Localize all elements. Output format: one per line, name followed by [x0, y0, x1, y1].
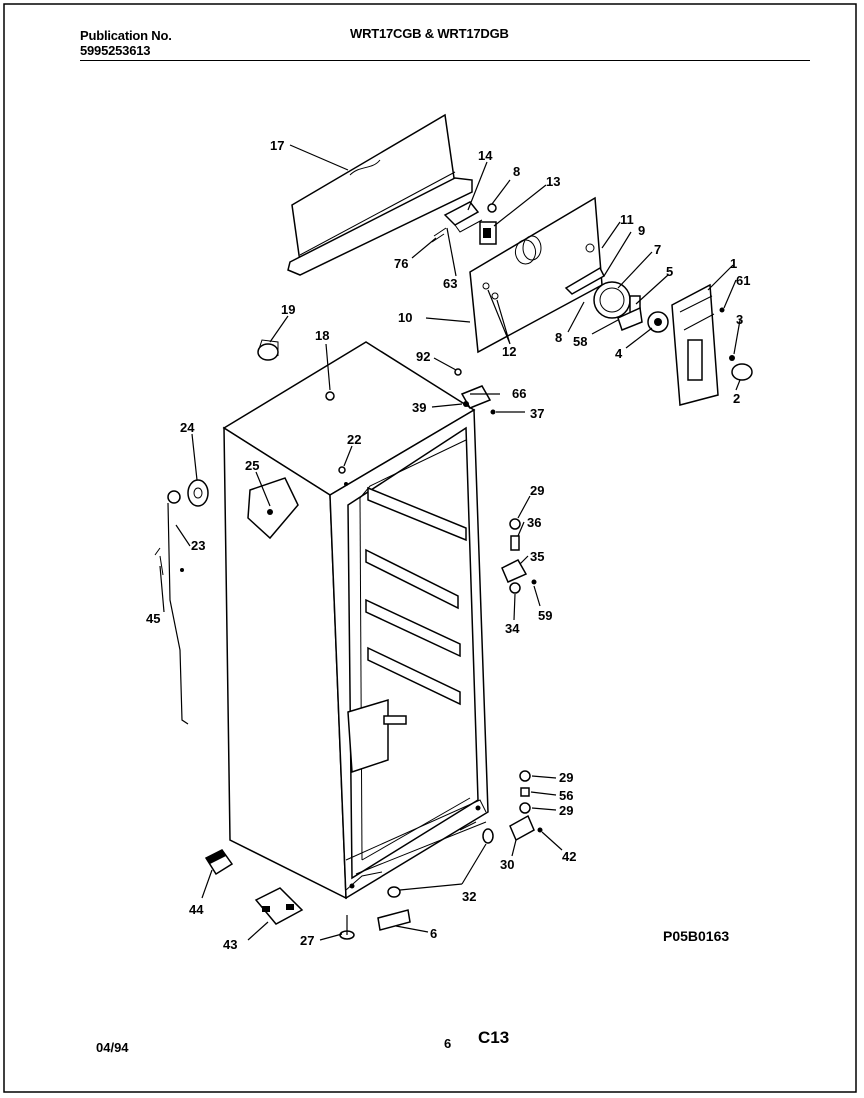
callout-14: 14 [478, 148, 493, 163]
part-44-block [204, 849, 234, 876]
part-35-hinge [501, 559, 528, 583]
callout-12: 12 [502, 344, 516, 359]
callout-8-lower: 8 [555, 330, 562, 345]
callout-58: 58 [573, 334, 587, 349]
part-58-cam [617, 306, 643, 331]
part-56-pin [520, 787, 530, 797]
cabinet [222, 341, 489, 900]
part-23-rod [167, 490, 189, 725]
part-36-pin [510, 535, 520, 551]
part-3-pin [729, 355, 735, 361]
callout-13: 13 [546, 174, 560, 189]
callout-19: 19 [281, 302, 295, 317]
callout-24: 24 [180, 420, 195, 435]
part-7-ring [593, 281, 631, 319]
callout-22: 22 [347, 432, 361, 447]
part-32-grommets [387, 828, 494, 898]
part-29-washer-mid [509, 518, 521, 530]
page-frame [3, 3, 857, 1093]
part-43-bracket [254, 887, 304, 925]
section-code: C13 [478, 1028, 510, 1047]
callout-45: 45 [146, 611, 160, 626]
part-17-top-trim [287, 113, 473, 276]
callout-59: 59 [538, 608, 552, 623]
callout-11: 11 [620, 212, 634, 227]
callout-labels: 17 14 8 13 11 9 7 5 1 61 3 76 63 10 12 8… [146, 138, 750, 952]
callout-27: 27 [300, 933, 314, 948]
callout-7: 7 [654, 242, 661, 257]
part-4-dial [647, 311, 669, 333]
callout-32: 32 [462, 889, 476, 904]
callout-63: 63 [443, 276, 457, 291]
leader-lines [159, 144, 741, 941]
callout-37: 37 [530, 406, 544, 421]
part-22-screw [338, 466, 348, 486]
callout-3: 3 [736, 312, 743, 327]
part-19-plug [257, 339, 279, 361]
callout-9: 9 [638, 223, 645, 238]
part-1-housing [671, 283, 719, 406]
callout-8: 8 [513, 164, 520, 179]
callout-2: 2 [733, 391, 740, 406]
part-8-screw [487, 203, 497, 213]
callout-66: 66 [512, 386, 526, 401]
part-30-hinge [509, 814, 535, 842]
part-13-switch [479, 221, 497, 245]
callout-10: 10 [398, 310, 412, 325]
part-59-screw [531, 579, 537, 585]
part-18-screw [325, 391, 335, 401]
part-27-leveler [339, 915, 355, 940]
part-29-washer-bottom-1 [519, 770, 531, 782]
part-10-control-panel [469, 196, 603, 354]
callout-29-mid: 29 [530, 483, 544, 498]
part-25-bracket [247, 477, 299, 540]
callout-61: 61 [736, 273, 750, 288]
callout-29-bottom-2: 29 [559, 803, 573, 818]
callout-44: 44 [189, 902, 204, 917]
part-29-washer-bottom-2 [519, 802, 531, 814]
part-92-screw [454, 368, 462, 376]
callout-36: 36 [527, 515, 541, 530]
part-34-bushing [509, 582, 521, 594]
part-37-screw [490, 409, 496, 415]
callout-18: 18 [315, 328, 329, 343]
page-number: 6 [444, 1036, 452, 1051]
callout-76: 76 [394, 256, 408, 271]
callout-30: 30 [500, 857, 514, 872]
callout-5: 5 [666, 264, 673, 279]
part-42-screw [537, 827, 543, 833]
callout-25: 25 [245, 458, 259, 473]
model-title: WRT17CGB & WRT17DGB [350, 26, 509, 41]
callout-35: 35 [530, 549, 544, 564]
shelf-rails [365, 486, 467, 706]
callout-1: 1 [730, 256, 737, 271]
publication-number: 5995253613 [80, 43, 151, 58]
callout-17: 17 [270, 138, 284, 153]
date-code: 04/94 [96, 1040, 129, 1055]
callout-4: 4 [615, 346, 623, 361]
part-39-screw [463, 401, 469, 407]
callout-23: 23 [191, 538, 205, 553]
part-2-knob [731, 363, 753, 381]
callout-92: 92 [416, 349, 430, 364]
part-76-clip [431, 227, 447, 243]
header-rule [80, 60, 810, 61]
part-61-screw [719, 307, 725, 313]
callout-6: 6 [430, 926, 437, 941]
part-45-clip [154, 547, 164, 576]
callout-39: 39 [412, 400, 426, 415]
part-14-bracket [443, 201, 483, 233]
part-24-grommet [187, 479, 209, 507]
callout-29-bottom-1: 29 [559, 770, 573, 785]
figure-code: P05B0163 [663, 928, 730, 944]
callout-56: 56 [559, 788, 573, 803]
part-6-kickplate [377, 909, 411, 931]
callout-34: 34 [505, 621, 520, 636]
callout-42: 42 [562, 849, 576, 864]
publication-label: Publication No. [80, 28, 172, 43]
callout-43: 43 [223, 937, 237, 952]
